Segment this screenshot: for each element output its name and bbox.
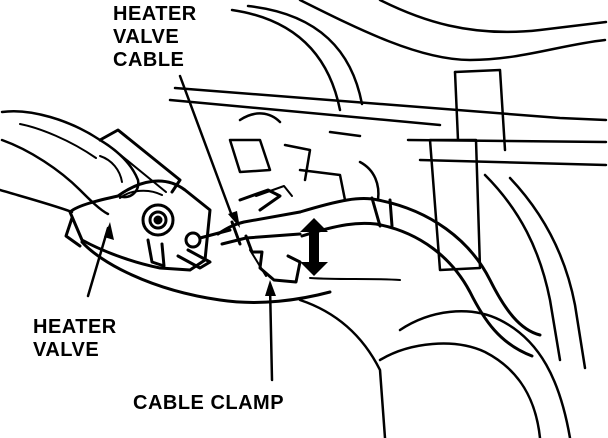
movement-arrow — [300, 218, 328, 276]
label-line: VALVE — [33, 339, 100, 361]
engine-bay-background — [168, 0, 608, 438]
label-line: HEATER — [113, 3, 197, 25]
cable-clamp-label: CABLE CLAMP — [133, 392, 284, 415]
hand — [0, 110, 140, 216]
label-line: HEATER — [33, 316, 117, 338]
coolant-hose — [298, 196, 542, 358]
label-line: CABLE — [113, 49, 185, 71]
callout-arrowheads — [104, 211, 276, 296]
heater-valve-body — [64, 128, 332, 304]
label-line: VALVE — [113, 26, 180, 48]
valve-cable-assembly — [184, 185, 302, 284]
label-line: CABLE CLAMP — [133, 392, 285, 414]
heater-valve-label: HEATER VALVE — [33, 316, 117, 362]
heater-valve-cable-label: HEATER VALVE CABLE — [113, 3, 197, 72]
callout-leaders — [86, 74, 274, 382]
